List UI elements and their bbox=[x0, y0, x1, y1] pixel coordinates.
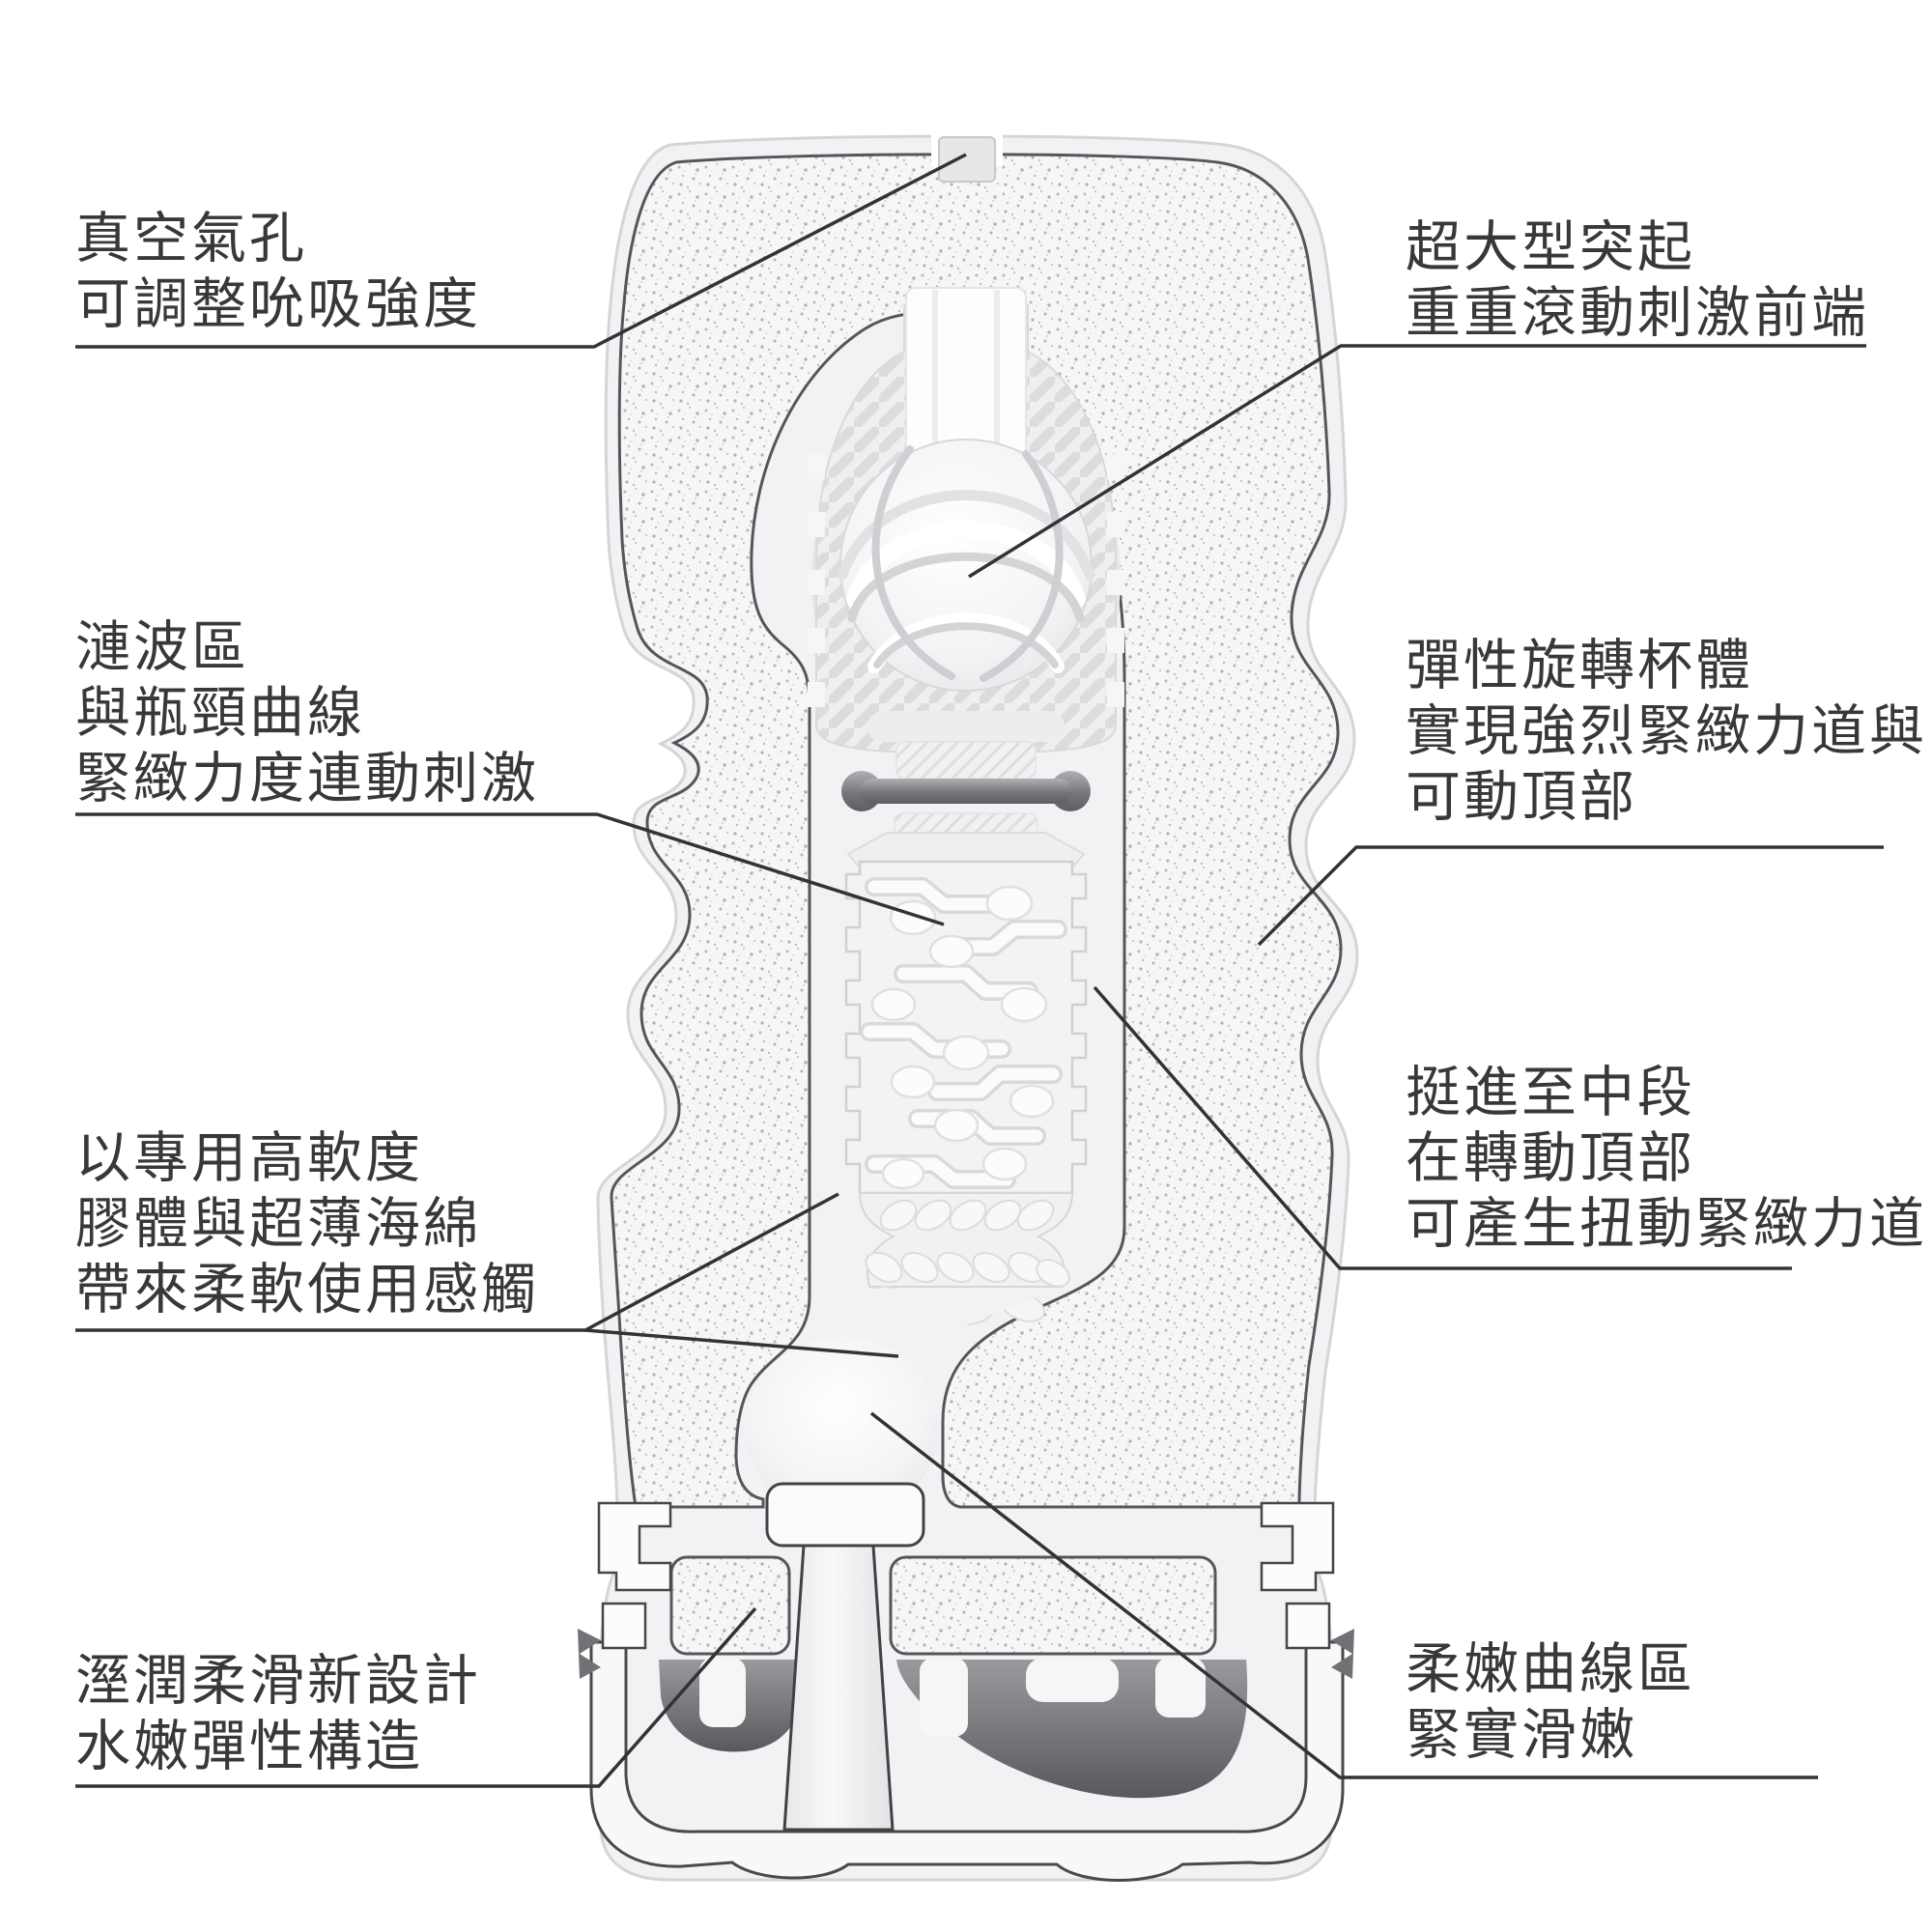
callout-line-text: 帶來柔軟使用感觸 bbox=[75, 1259, 539, 1321]
callout-line-text: 可產生扭動緊緻力道 bbox=[1406, 1193, 1927, 1255]
sponge-foam-layer bbox=[610, 153, 1343, 1509]
callout-line-text: 在轉動頂部 bbox=[1406, 1127, 1695, 1189]
callout-line-text: 彈性旋轉杯體 bbox=[1406, 635, 1753, 696]
callout-elastic-body: 彈性旋轉杯體 實現強烈緊緻力道與 可動頂部 bbox=[1406, 633, 1927, 830]
textured-column bbox=[844, 860, 1088, 1195]
callout-line-text: 超大型突起 bbox=[1406, 216, 1695, 278]
callout-soft-gel: 以專用高軟度 膠體與超薄海綿 帶來柔軟使用感觸 bbox=[75, 1125, 539, 1322]
callout-protrusion: 超大型突起 重重滾動刺激前端 bbox=[1406, 214, 1869, 346]
leader-moist-design bbox=[75, 1606, 757, 1788]
leader-vacuum-hole bbox=[75, 153, 967, 349]
vacuum-hole-tab bbox=[931, 131, 1003, 183]
callout-line-text: 可動頂部 bbox=[1406, 766, 1637, 828]
entry-collar bbox=[765, 1482, 925, 1548]
base-bracket-right bbox=[1260, 1501, 1354, 1679]
base-hooks bbox=[699, 1658, 1206, 1737]
leader-protrusion bbox=[968, 344, 1866, 579]
socket-floor bbox=[867, 711, 1065, 742]
column-flare bbox=[846, 832, 1086, 867]
callout-line-text: 真空氣孔 bbox=[75, 208, 307, 270]
waist-section bbox=[798, 1192, 1074, 1383]
callout-mid-section: 挺進至中段 在轉動頂部 可產生扭動緊緻力道 bbox=[1406, 1060, 1927, 1257]
leader-ripple bbox=[75, 812, 945, 926]
callout-line-text: 可調整吮吸強度 bbox=[75, 273, 481, 335]
leader-elastic-body bbox=[1257, 845, 1884, 947]
callout-line-text: 柔嫩曲線區 bbox=[1406, 1638, 1695, 1700]
callout-line-text: 膠體與超薄海綿 bbox=[75, 1193, 481, 1255]
base-cap bbox=[589, 1640, 1345, 1882]
callout-line-text: 緊實滑嫩 bbox=[1406, 1704, 1637, 1766]
callout-line-text: 以專用高軟度 bbox=[75, 1127, 423, 1189]
callout-line-text: 與瓶頸曲線 bbox=[75, 682, 365, 744]
knurl-band-upper bbox=[895, 741, 1037, 780]
leader-mid-section bbox=[1093, 985, 1792, 1270]
soft-bulb bbox=[746, 1337, 939, 1519]
callout-ripple: 漣波區 與瓶頸曲線 緊緻力度連動刺激 bbox=[75, 614, 539, 811]
callout-vacuum-hole: 真空氣孔 可調整吮吸強度 bbox=[75, 206, 481, 337]
callout-line-text: 實現強烈緊緻力道與 bbox=[1406, 700, 1927, 762]
callout-line-text: 水嫩彈性構造 bbox=[75, 1716, 423, 1777]
leader-soft-curve bbox=[869, 1411, 1818, 1779]
leader-lines bbox=[75, 153, 1884, 1788]
foam-strip-right bbox=[889, 1555, 1217, 1656]
callout-line-text: 挺進至中段 bbox=[1406, 1062, 1695, 1123]
callout-moist-design: 溼潤柔滑新設計 水嫩彈性構造 bbox=[75, 1648, 481, 1779]
leader-soft-gel-b bbox=[584, 1328, 899, 1358]
callout-line-text: 緊緻力度連動刺激 bbox=[75, 748, 539, 810]
callout-line-text: 重重滾動刺激前端 bbox=[1406, 282, 1869, 344]
callout-line-text: 漣波區 bbox=[75, 616, 249, 678]
entry-column bbox=[782, 1544, 895, 1832]
swirl-ball bbox=[837, 439, 1095, 692]
o-ring bbox=[841, 771, 1091, 811]
foam-strip-left bbox=[669, 1555, 791, 1656]
callout-line-text: 溼潤柔滑新設計 bbox=[75, 1650, 481, 1712]
base-bracket-left bbox=[578, 1501, 672, 1679]
callout-soft-curve: 柔嫩曲線區 緊實滑嫩 bbox=[1406, 1636, 1695, 1768]
